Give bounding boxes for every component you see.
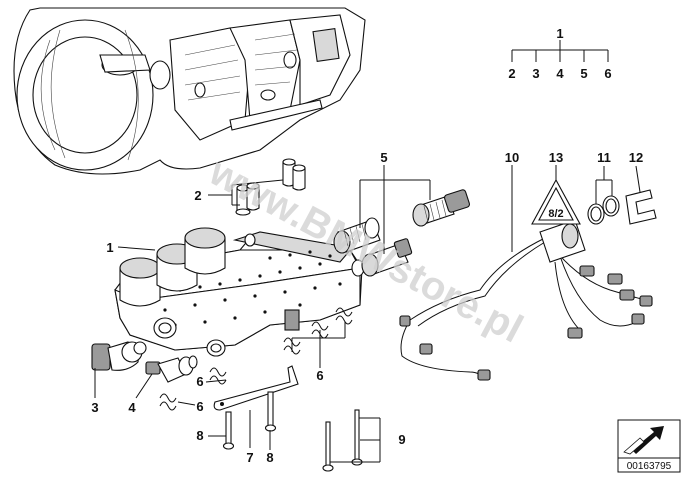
group-label-child: 4 (556, 66, 564, 81)
callout-2: 2 (194, 188, 201, 203)
group-label-parent: 1 (556, 26, 563, 41)
callout-8a: 8 (196, 428, 203, 443)
callout-4: 4 (128, 400, 136, 415)
callout-13: 13 (549, 150, 563, 165)
group-label-child: 3 (532, 66, 539, 81)
bracket-part-7 (213, 365, 299, 411)
reference-number: 00163795 (627, 461, 672, 472)
callout-11: 11 (597, 150, 611, 165)
callout-3: 3 (91, 400, 98, 415)
connectors-part-5 (333, 189, 471, 277)
callout-9: 9 (398, 432, 405, 447)
reference-box: 00163795 (617, 419, 681, 473)
sleeves (235, 158, 306, 216)
callout-12: 12 (629, 150, 643, 165)
bolts-part-8-9 (222, 391, 363, 472)
callout-5: 5 (380, 150, 387, 165)
callout-8b: 8 (266, 450, 273, 465)
callout-6a: 6 (196, 374, 203, 389)
group-label-child: 5 (580, 66, 587, 81)
callout-1: 1 (106, 240, 113, 255)
group-label-child: 2 (508, 66, 515, 81)
valve-body (114, 227, 365, 357)
warning-label-text: 8/2 (548, 208, 563, 220)
o-rings-part-11 (587, 195, 620, 225)
callout-7: 7 (246, 450, 253, 465)
callout-10: 10 (505, 150, 519, 165)
callouts: 1 2 3 4 5 6 1 2 3 4 5 6 6 6 7 8 8 9 10 1… (91, 26, 643, 465)
arrow-icon (623, 426, 664, 455)
callout-6c: 6 (316, 368, 323, 383)
solenoid-part-3 (91, 341, 147, 371)
clip-part-12 (625, 189, 657, 225)
sensor-part-4 (145, 355, 198, 383)
callout-6b: 6 (196, 399, 203, 414)
leader-lines (94, 40, 641, 463)
group-label-child: 6 (604, 66, 611, 81)
solenoid-cylinders (119, 227, 226, 307)
transmission-housing (13, 7, 366, 175)
warning-label-part-13: 8/2 (531, 178, 581, 225)
